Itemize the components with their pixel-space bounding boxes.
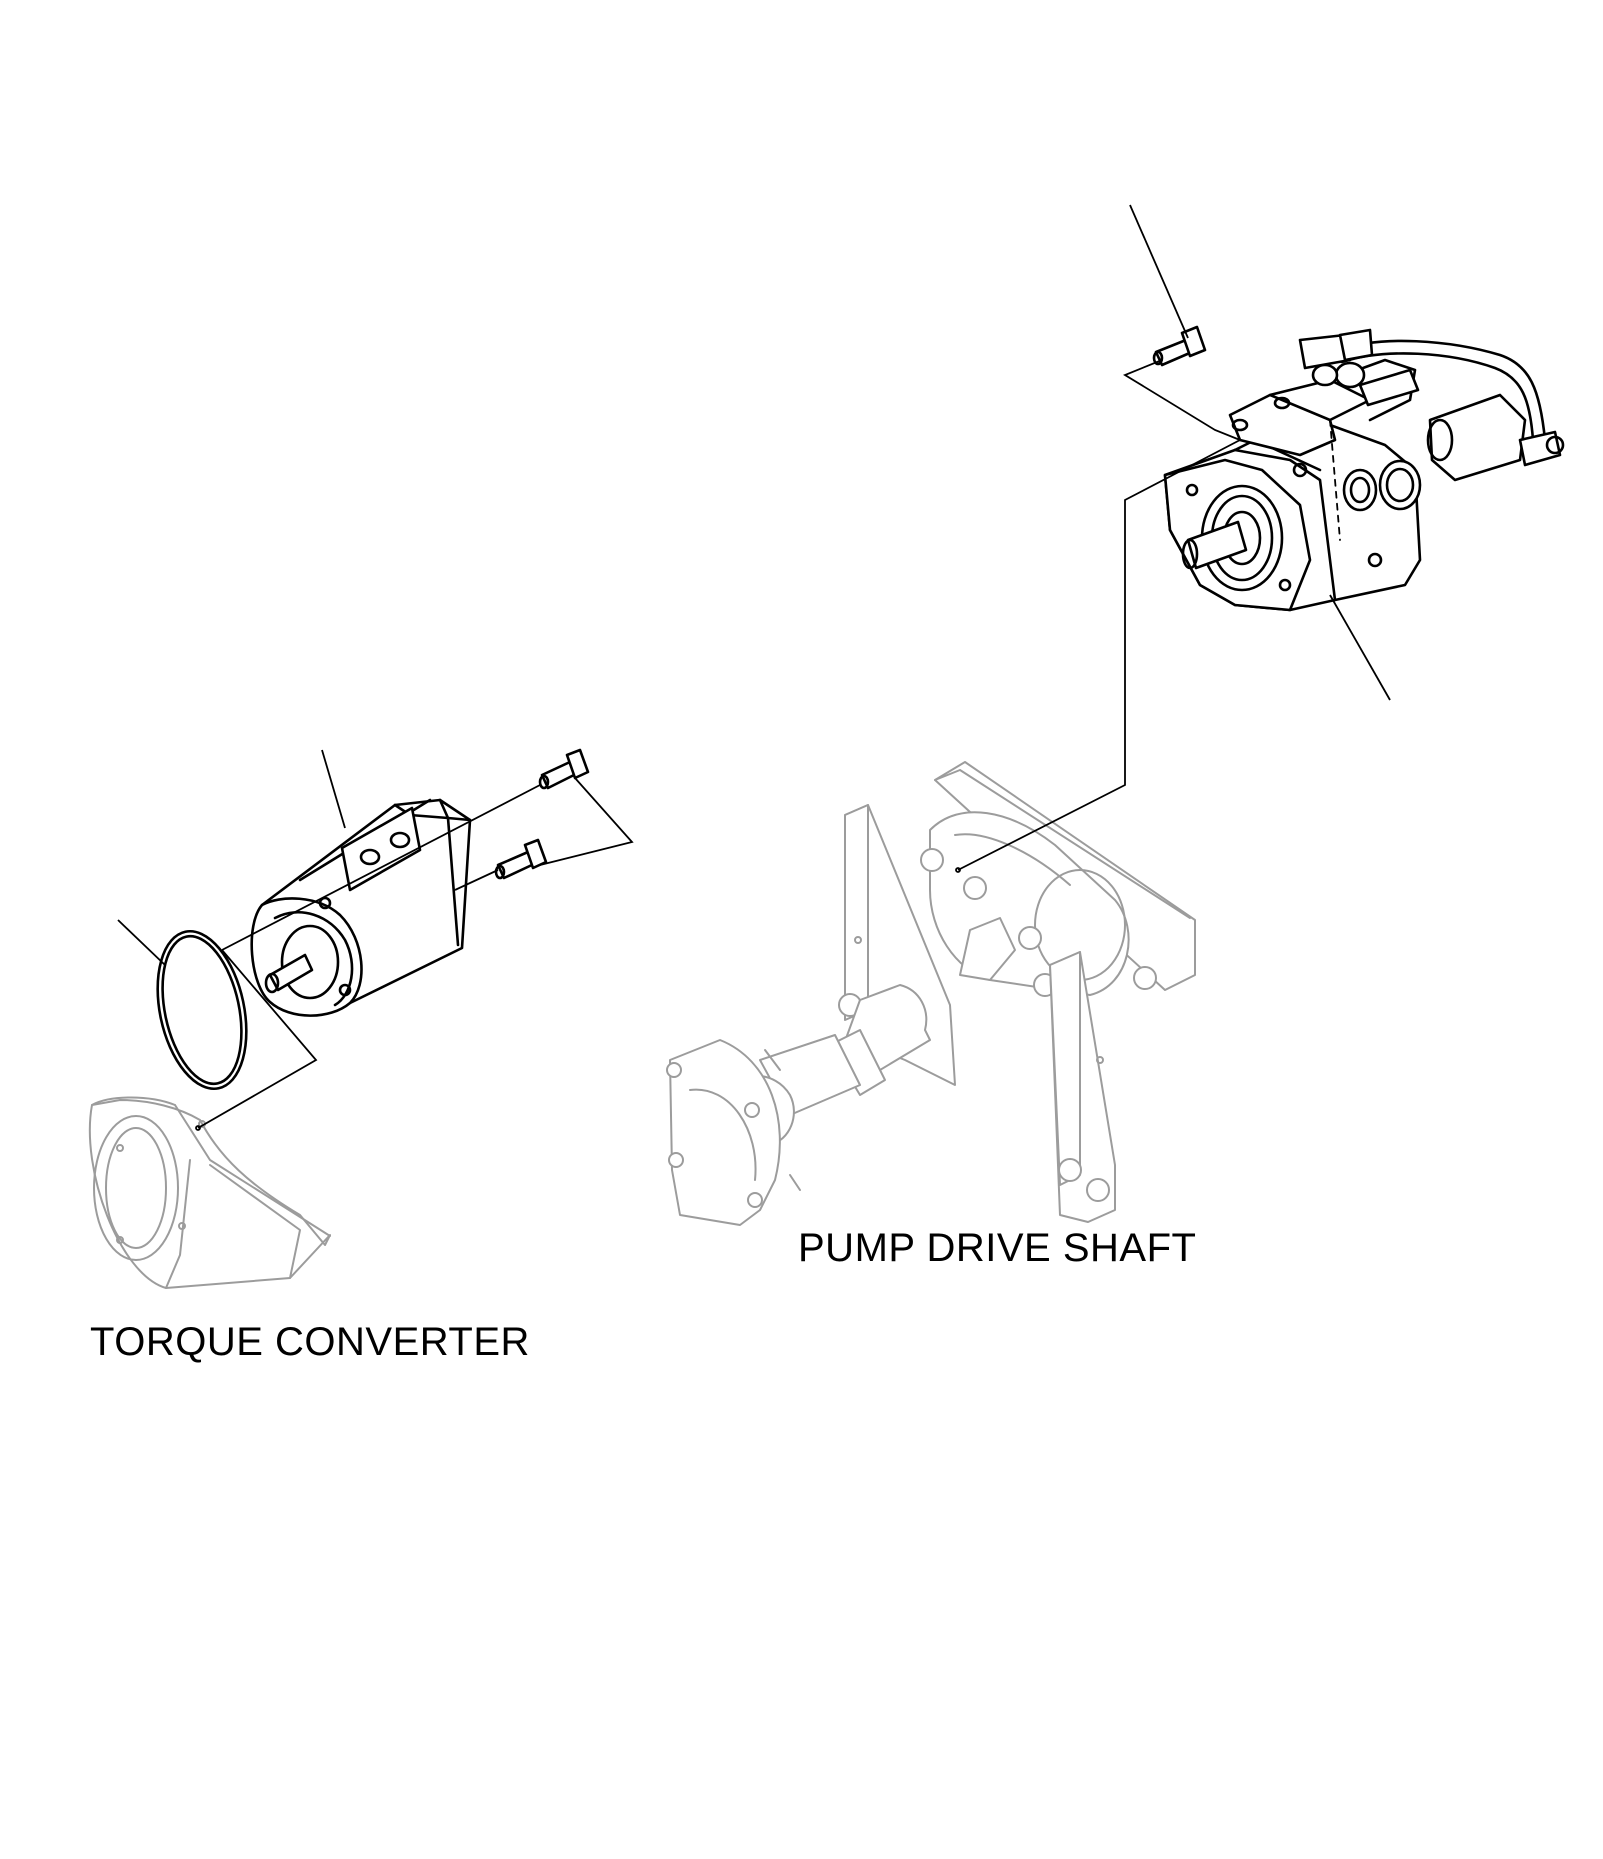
pump-drive-shaft-label: PUMP DRIVE SHAFT <box>798 1226 1197 1270</box>
leader-lines <box>117 204 1391 1129</box>
piston-pump <box>1163 328 1565 612</box>
bolt-icon <box>538 748 590 790</box>
o-ring-icon <box>156 929 248 1091</box>
bolt-icon <box>494 838 548 880</box>
torque-converter-housing <box>88 1096 331 1289</box>
torque-converter-label: TORQUE CONVERTER <box>90 1320 530 1364</box>
pump-drive-shaft-assembly <box>666 761 1196 1226</box>
gear-pump <box>250 798 472 1017</box>
